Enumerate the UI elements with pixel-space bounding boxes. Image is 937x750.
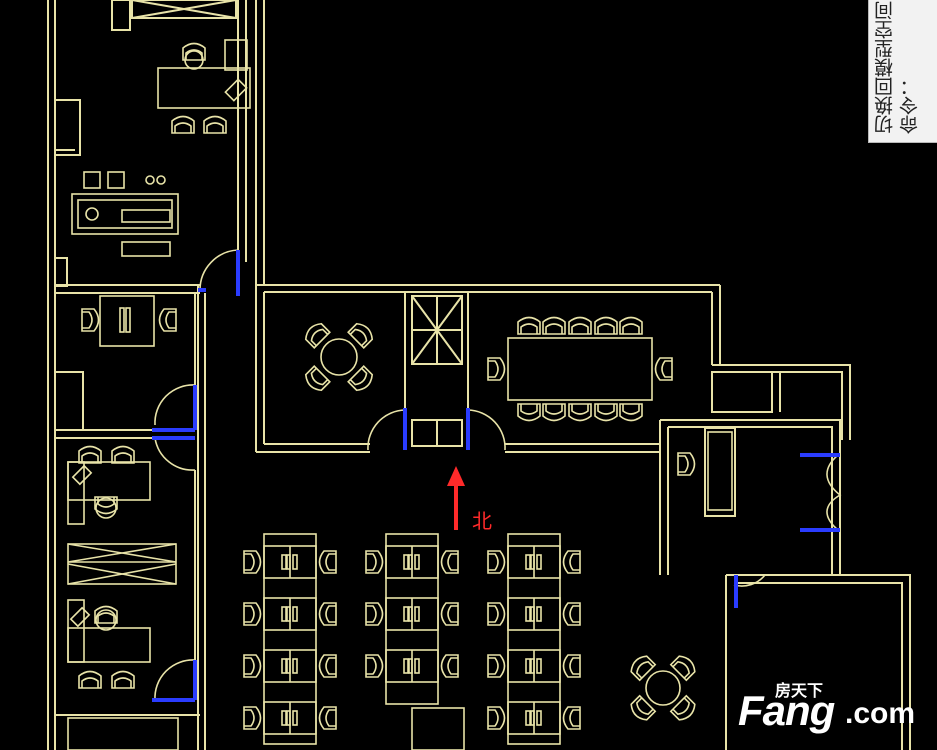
office-chair-icon xyxy=(677,431,733,511)
watermark-logo: 房天下 Fang .com xyxy=(730,675,930,745)
command-line-panel[interactable]: 切换回模型空间 命令： xyxy=(868,0,937,143)
desk-icon xyxy=(81,295,177,347)
north-label: 北 xyxy=(472,509,492,533)
watermark-brand-main: Fang xyxy=(738,687,835,734)
workstation-grid xyxy=(244,533,580,750)
watermark-brand-cn: 房天下 xyxy=(775,681,824,700)
furniture-layer xyxy=(67,39,733,750)
round-table-icon xyxy=(627,652,699,724)
walls-layer xyxy=(47,0,911,750)
office-desk-icon xyxy=(67,445,151,525)
meeting-table-icon xyxy=(487,316,673,422)
round-table-icon xyxy=(301,319,377,395)
watermark-brand-suffix: .com xyxy=(845,697,916,730)
office-desk-icon xyxy=(67,599,179,750)
north-arrow-icon xyxy=(447,466,465,530)
office-desk-icon xyxy=(71,171,179,257)
doors-layer xyxy=(152,249,842,702)
command-line-text: 切换回模型空间 命令： xyxy=(874,1,921,134)
office-desk-icon xyxy=(157,39,251,134)
cabinet-icon xyxy=(67,543,177,585)
